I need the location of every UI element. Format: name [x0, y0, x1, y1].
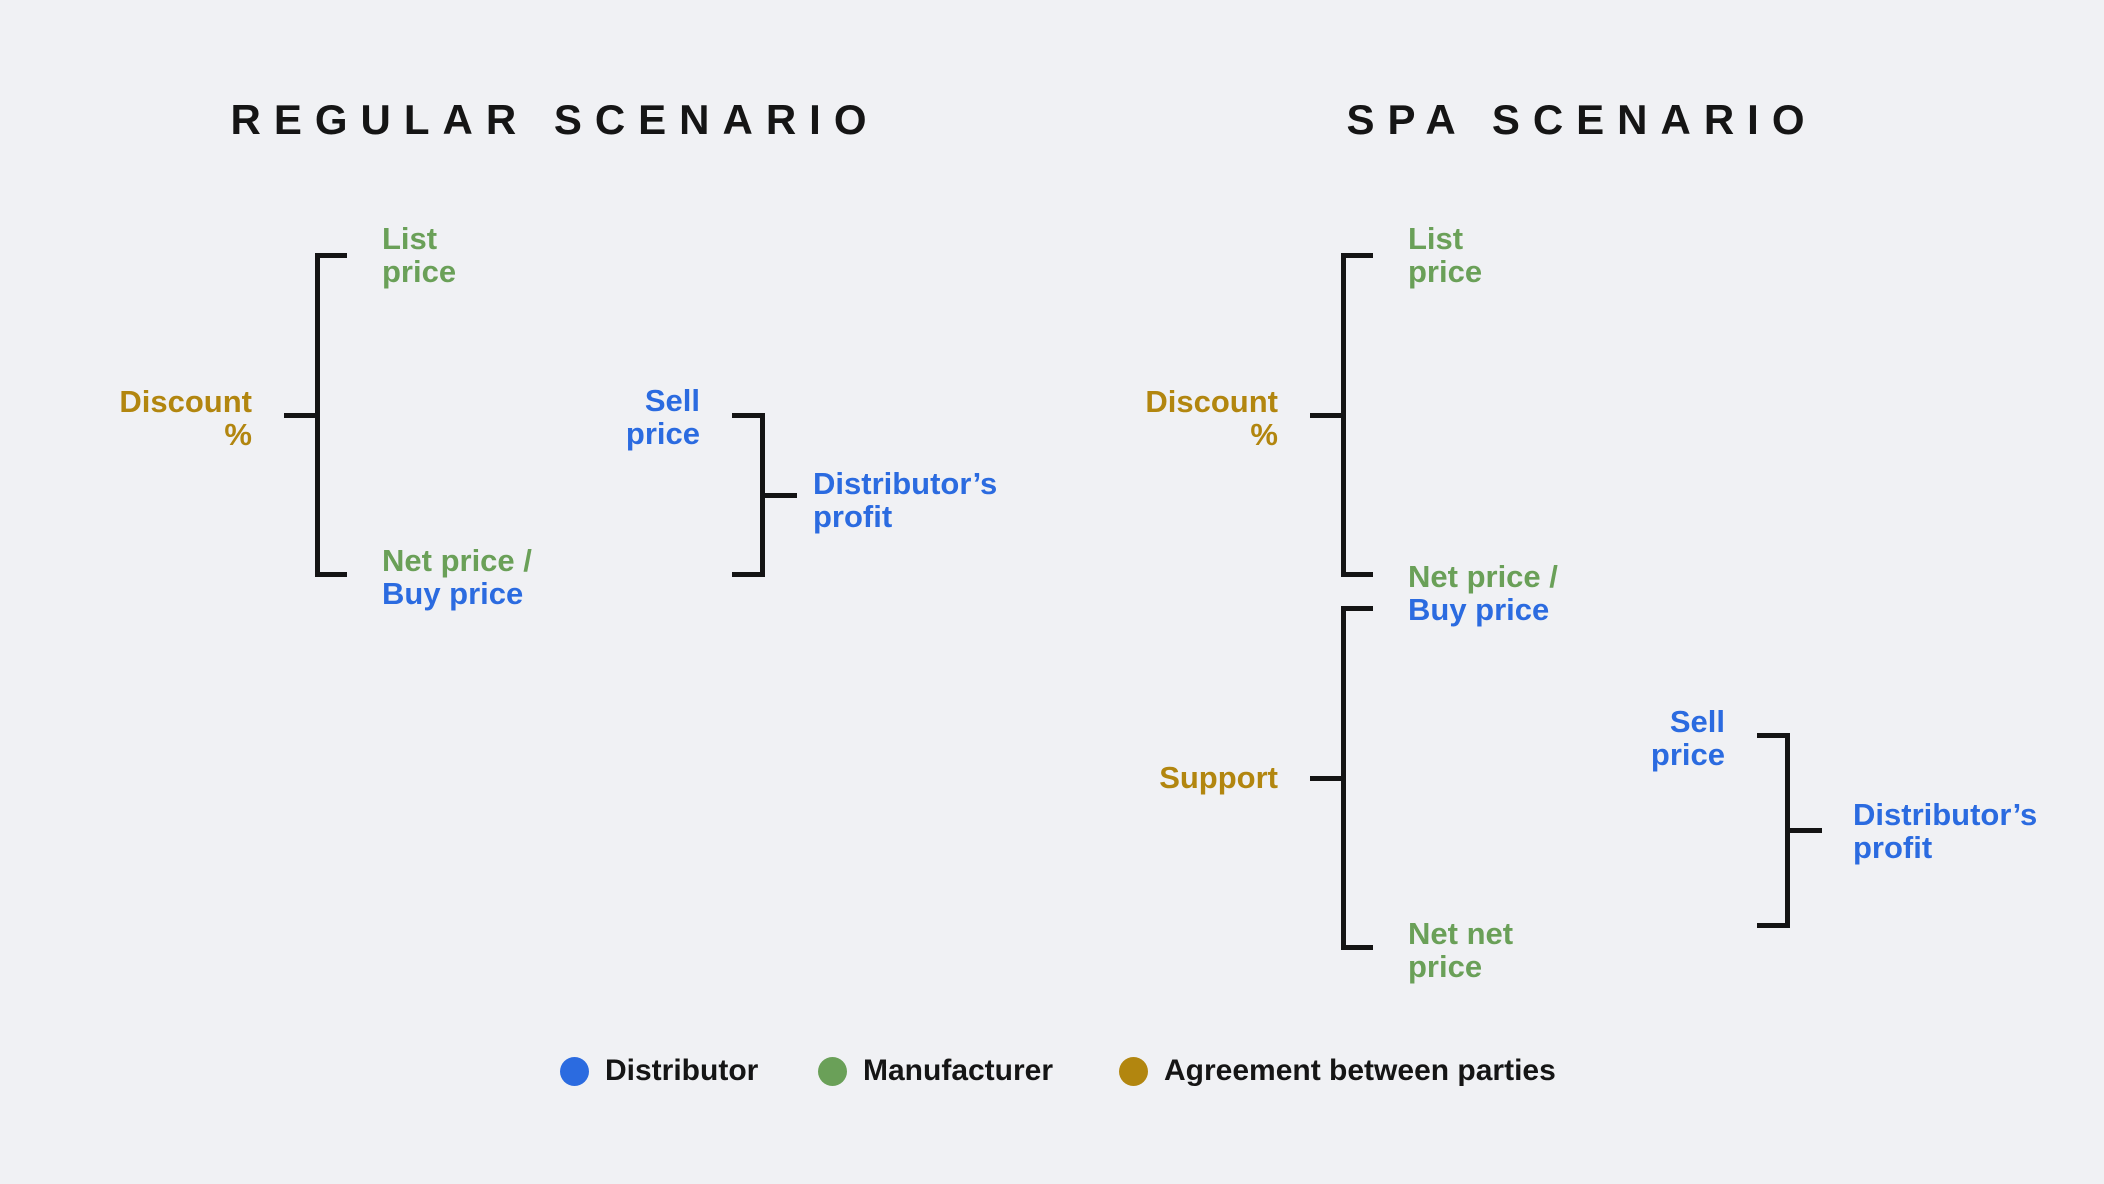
label-line: Distributor’s [813, 466, 998, 501]
legend-item-distributor: Distributor [560, 1054, 758, 1088]
label-line: price [1650, 737, 1725, 772]
label-line: profit [813, 499, 893, 534]
spa-sell-price-label: Sell price [1651, 705, 1725, 771]
regular-discount-label: Discount % [119, 385, 252, 451]
bracket-line [1785, 733, 1790, 928]
bracket-line [315, 572, 347, 577]
distributor-dot-icon [560, 1056, 589, 1086]
label-line: Discount [119, 384, 252, 419]
spa-support-label: Support [1159, 761, 1278, 794]
bracket-line [732, 572, 765, 577]
label-line: Net net [1408, 916, 1514, 951]
legend-label: Manufacturer [863, 1054, 1054, 1087]
spa-scenario-title: SPA SCENARIO [1346, 96, 1818, 143]
manufacturer-dot-icon [818, 1056, 847, 1086]
label-line: price [625, 416, 700, 451]
bracket-line [315, 253, 320, 577]
regular-list-price-label: List price [382, 222, 456, 288]
legend-item-agreement: Agreement between parties [1119, 1054, 1556, 1088]
label-line: profit [1853, 830, 1933, 865]
label-line: Net price / [382, 543, 532, 578]
label-line: price [1408, 949, 1483, 984]
label-line: price [1408, 254, 1483, 289]
spa-net-net-price-label: Net net price [1408, 917, 1513, 983]
bracket-line [1757, 733, 1790, 738]
label-line: Distributor’s [1853, 797, 2038, 832]
bracket-line [1310, 776, 1341, 781]
label-line: Sell [1669, 704, 1725, 739]
bracket-line [1341, 253, 1346, 577]
label-line: Net price / [1408, 559, 1558, 594]
bracket-line [732, 413, 765, 418]
spa-list-price-label: List price [1408, 222, 1482, 288]
agreement-dot-icon [1119, 1056, 1148, 1086]
label-line: Support [1159, 760, 1278, 795]
legend-item-manufacturer: Manufacturer [818, 1054, 1053, 1088]
label-line: Sell [644, 383, 700, 418]
spa-distributor-profit-label: Distributor’s profit [1853, 798, 2037, 864]
bracket-line [1757, 923, 1790, 928]
label-line: List [382, 221, 438, 256]
bracket-line [1310, 413, 1341, 418]
bracket-line [284, 413, 315, 418]
bracket-line [1341, 606, 1373, 611]
label-line: Buy price [1408, 592, 1550, 627]
regular-sell-price-label: Sell price [626, 384, 700, 450]
label-line: Discount [1145, 384, 1278, 419]
bracket-line [1341, 253, 1373, 258]
label-line: List [1408, 221, 1464, 256]
legend-label: Agreement between parties [1164, 1054, 1556, 1087]
label-line: price [382, 254, 457, 289]
bracket-line [760, 413, 765, 577]
spa-net-buy-price-label: Net price / Buy price [1408, 560, 1558, 626]
label-line: % [1250, 417, 1278, 452]
bracket-line [1341, 572, 1373, 577]
spa-discount-label: Discount % [1145, 385, 1278, 451]
regular-distributor-profit-label: Distributor’s profit [813, 467, 997, 533]
regular-scenario-title: REGULAR SCENARIO [230, 96, 880, 143]
label-line: Buy price [382, 576, 524, 611]
bracket-line [1790, 828, 1822, 833]
bracket-line [765, 493, 797, 498]
legend-label: Distributor [605, 1054, 759, 1087]
bracket-line [1341, 606, 1346, 950]
bracket-line [1341, 945, 1373, 950]
bracket-line [315, 253, 347, 258]
label-line: % [224, 417, 252, 452]
regular-net-buy-price-label: Net price / Buy price [382, 544, 532, 610]
